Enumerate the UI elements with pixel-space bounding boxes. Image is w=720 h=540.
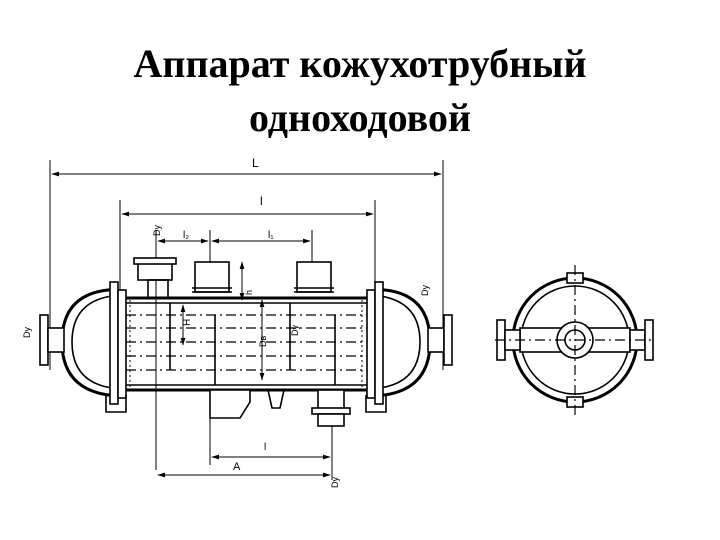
end-view (495, 265, 655, 415)
dim-label-h: h (244, 290, 254, 295)
dimension-A: A (157, 461, 331, 478)
nozzle-top-mid (192, 261, 232, 293)
nozzle-top-left (133, 257, 177, 299)
support-mid (267, 389, 285, 409)
dim-label-l2: l₂ (183, 230, 189, 241)
title-line-1: Аппарат кожухотрубный (133, 41, 587, 86)
dim-label-l-bottom: l (264, 442, 266, 453)
dimension-L: L (49, 156, 444, 370)
title-line-2: одноходовой (248, 95, 472, 140)
dy-label-right: Dy (420, 285, 430, 296)
dy-label-bottom: Dy (330, 477, 340, 488)
dim-label-H: H (182, 319, 193, 326)
nozzle-right-end (427, 314, 453, 366)
heat-exchanger-drawing: L l l₂ l₁ l A h H Dв Dy Dy Dy (22, 156, 655, 488)
support-saddle (209, 389, 251, 419)
dim-label-dia: Dв (258, 336, 268, 347)
dimension-l-bottom: l (209, 410, 333, 480)
dy-label-mid: Dy (290, 325, 300, 336)
support-left (105, 395, 127, 413)
dim-label-l: l (260, 194, 263, 208)
nozzle-top-right (294, 261, 334, 293)
shell-side-view (60, 281, 432, 405)
dimension-dia: Dв (258, 299, 268, 381)
dimension-l: l (119, 194, 376, 290)
dim-label-A: A (233, 461, 241, 473)
dimension-h: h (239, 261, 254, 301)
dy-label-top: Dy (152, 225, 162, 236)
dim-label-l1: l₁ (268, 230, 274, 241)
nozzle-bottom-right (311, 389, 351, 427)
nozzle-left-end (39, 314, 65, 366)
support-right (365, 395, 387, 413)
dy-label-left: Dy (22, 327, 32, 338)
dimension-H: H (180, 304, 193, 346)
dim-label-L: L (252, 156, 259, 170)
